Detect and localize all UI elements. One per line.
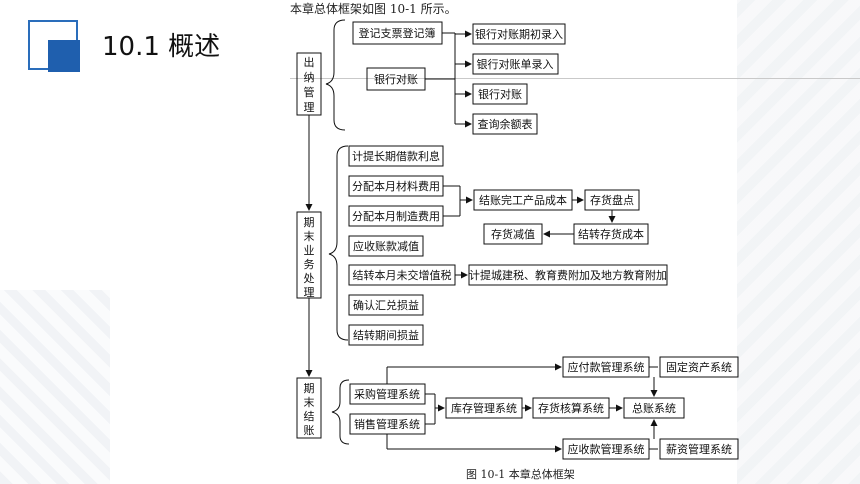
label-inventory-accounting-sys: 存货核算系统 (538, 401, 604, 415)
label-bank-initial: 银行对账期初录入 (475, 27, 563, 41)
label-cheque-register: 登记支票登记簿 (359, 26, 436, 40)
label-purchase-sys: 采购管理系统 (354, 387, 420, 401)
label-fixed-assets-sys: 固定资产系统 (666, 360, 732, 374)
group-label-period-6: 理 (304, 286, 315, 299)
label-inventory-check: 存货盘点 (590, 193, 634, 207)
caption-top: 本章总体框架如图 10-1 所示。 (290, 2, 457, 16)
group-label-period-1: 期 (304, 216, 315, 229)
label-receivable-sys: 应收款管理系统 (568, 442, 645, 456)
group-label-period-5: 处 (304, 272, 315, 285)
title-divider (290, 78, 860, 79)
box-inventory-writedown (483, 223, 543, 245)
box-loan-interest (348, 145, 444, 167)
box-balance-query (472, 113, 538, 135)
group-label-cashier-2: 纳 (304, 71, 315, 84)
label-bank-recon2: 银行对账 (478, 87, 522, 101)
box-surtax (468, 264, 668, 286)
label-carry-inventory-cost: 结转存货成本 (578, 227, 644, 241)
label-balance-query: 查询余额表 (478, 117, 533, 131)
group-label-cashier-3: 管 (304, 85, 315, 99)
box-bank-initial (472, 23, 566, 45)
label-inventory-writedown: 存货减值 (491, 227, 535, 241)
group-box-closing (296, 377, 322, 439)
document-image (287, 0, 737, 484)
label-sales-sys: 销售管理系统 (354, 417, 420, 431)
group-label-period-4: 务 (304, 258, 315, 271)
group-label-closing-1: 期 (304, 382, 315, 395)
label-pl-transfer: 结转期间损益 (353, 328, 419, 342)
brace-cashier (325, 19, 346, 131)
group-label-period-3: 业 (304, 244, 315, 257)
label-exchange: 确认汇兑损益 (353, 298, 419, 312)
label-payable-sys: 应付款管理系统 (568, 360, 645, 374)
label-general-ledger: 总账系统 (632, 401, 676, 415)
label-bank-reconcile: 银行对账 (374, 72, 418, 86)
label-material-cost: 分配本月材料费用 (352, 179, 440, 193)
group-label-closing-3: 结 (304, 410, 315, 423)
brace-period-end (328, 145, 349, 341)
group-label-closing-2: 末 (304, 395, 315, 409)
label-bank-statement: 银行对账单录入 (477, 57, 554, 71)
group-label-cashier-4: 理 (304, 101, 315, 114)
slide-title: 10.1 概述 (94, 30, 229, 64)
figure-caption: 图 10-1 本章总体框架 (466, 468, 575, 481)
box-general-ledger (623, 397, 685, 419)
box-receivable-impair (348, 235, 424, 257)
box-bank-statement (472, 53, 559, 75)
group-label-period-2: 末 (304, 229, 315, 243)
box-fixed-assets-sys (659, 356, 739, 378)
box-bank-recon2 (472, 83, 528, 105)
label-stock-sys: 库存管理系统 (451, 401, 517, 415)
title-decoration-fill (48, 40, 80, 72)
box-exchange (348, 294, 424, 316)
label-loan-interest: 计提长期借款利息 (352, 149, 440, 163)
box-pl-transfer (348, 324, 424, 346)
group-label-cashier-1: 出 (304, 55, 315, 69)
label-overhead-cost: 分配本月制造费用 (352, 209, 440, 223)
label-payroll-sys: 薪资管理系统 (666, 442, 732, 456)
brace-closing (331, 379, 350, 445)
label-receivable-impair: 应收账款减值 (353, 239, 419, 253)
background-pattern-left (0, 290, 110, 484)
box-payroll-sys (659, 438, 739, 460)
label-finished-goods: 结账完工产品成本 (479, 193, 567, 207)
label-vat-transfer: 结转本月未交增值税 (353, 268, 452, 282)
label-surtax: 计提城建税、教育费附加及地方教育附加 (469, 268, 667, 282)
group-label-closing-4: 账 (304, 424, 315, 437)
